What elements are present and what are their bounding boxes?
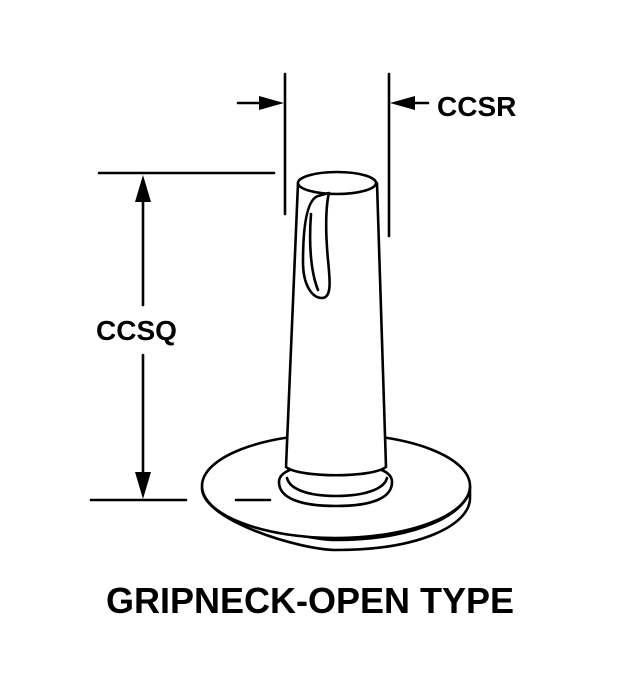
ccsr-arrowhead-right bbox=[390, 96, 415, 110]
diagram-caption: GRIPNECK-OPEN TYPE bbox=[106, 580, 514, 621]
ccsr-label: CCSR bbox=[437, 91, 516, 122]
ccsq-arrowhead-top bbox=[135, 175, 151, 202]
ccsr-arrowhead-left bbox=[259, 96, 284, 110]
ccsq-label: CCSQ bbox=[96, 315, 177, 346]
dimension-ccsq: CCSQ bbox=[89, 171, 276, 502]
rivet-slot bbox=[301, 191, 331, 300]
rivet-shank bbox=[284, 170, 388, 477]
ccsq-arrowhead-bottom bbox=[135, 472, 151, 499]
dimension-ccsr: CCSR bbox=[236, 72, 516, 238]
